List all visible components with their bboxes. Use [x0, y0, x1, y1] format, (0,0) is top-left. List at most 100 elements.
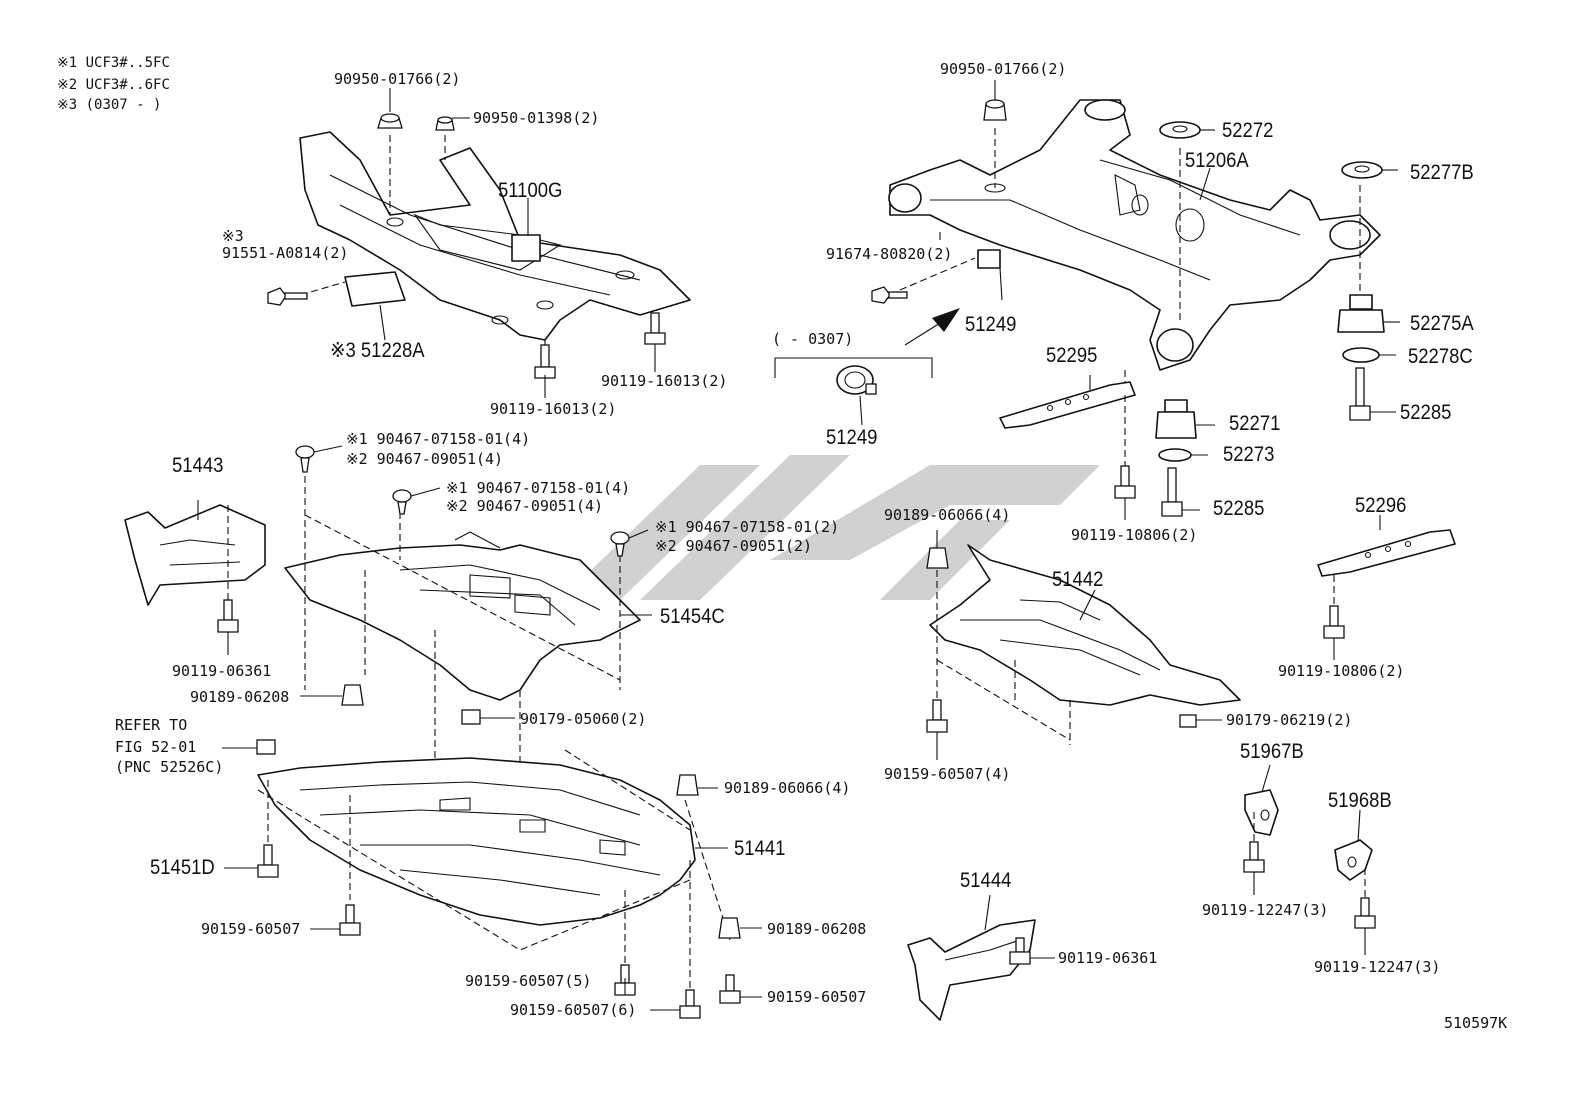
- bracket-51249-rear: [977, 249, 1001, 269]
- label-52273: 52273: [1223, 443, 1275, 466]
- cushion-52275a: [1337, 294, 1385, 333]
- label-clip-note2-c: ※2 90467-09051(2): [655, 537, 813, 555]
- label-90179-06219: 90179-06219(2): [1226, 711, 1353, 729]
- brace-52296: [1317, 529, 1456, 610]
- label-90119-16013-b: 90119-16013(2): [601, 372, 728, 390]
- bolt-90119-06361-right: [1009, 937, 1031, 965]
- bolt-90119-16013-b: [644, 312, 666, 345]
- bolt-90119-12247-b: [1354, 897, 1376, 929]
- label-90159-60507-5: 90159-60507(5): [465, 972, 592, 990]
- label-90119-10806-right: 90119-10806(2): [1278, 662, 1405, 680]
- nut-90189-06066-right: [926, 547, 949, 569]
- label-90119-16013-a: 90119-16013(2): [490, 400, 617, 418]
- front-suspension-member: [289, 131, 691, 375]
- cap-90950-01398: [435, 116, 455, 131]
- label-91551-a0814: 91551-A0814(2): [222, 244, 349, 262]
- label-90119-06361-right: 90119-06361: [1058, 949, 1158, 967]
- label-90950-01398: 90950-01398(2): [473, 109, 600, 127]
- note-2: ※2 UCF3#..6FC: [57, 77, 170, 93]
- label-51444: 51444: [960, 869, 1012, 892]
- label-90159-60507-4: 90159-60507(4): [884, 765, 1011, 783]
- bolt-52285-right: [1349, 367, 1371, 421]
- clamp-51249: [836, 365, 877, 395]
- label-clip-note1-b: ※1 90467-07158-01(4): [446, 479, 631, 497]
- rear-suspension-member: [888, 99, 1381, 395]
- bolt-90159-60507-4: [926, 699, 948, 733]
- label-51443: 51443: [172, 454, 224, 477]
- label-52285-center: 52285: [1213, 497, 1265, 520]
- label-51249-clamp: 51249: [826, 426, 878, 449]
- label-90119-12247-b: 90119-12247(3): [1314, 958, 1441, 976]
- label-refer-to: REFER TO: [115, 716, 188, 734]
- cap-90950-01766-front: [377, 113, 403, 129]
- washer-52272: [1159, 121, 1201, 139]
- label-clip-note2-a: ※2 90467-09051(4): [346, 450, 504, 468]
- bolt-91551: [267, 287, 308, 306]
- label-51228a: ※3 51228A: [330, 339, 425, 362]
- bolt-90159-60507-b: [719, 974, 741, 1004]
- label-51206a: 51206A: [1185, 149, 1249, 172]
- nut-90189-06208-left: [341, 684, 364, 706]
- label-90159-60507-6: 90159-60507(6): [510, 1001, 637, 1019]
- label-51967b: 51967B: [1240, 740, 1304, 763]
- label-51441: 51441: [734, 837, 786, 860]
- label-51968b: 51968B: [1328, 789, 1392, 812]
- label-90179-05060: 90179-05060(2): [520, 710, 647, 728]
- side-cover-51444: [907, 919, 1036, 1021]
- clip-90467-a: [295, 445, 315, 473]
- side-cover-51443: [124, 504, 266, 606]
- bolt-90119-06361-left: [217, 599, 239, 633]
- label-51249-rear: 51249: [965, 313, 1017, 336]
- bracket-51968b: [1334, 839, 1373, 900]
- bolt-90119-12247-a: [1243, 841, 1265, 873]
- label-note3-a: ※3: [222, 227, 244, 245]
- label-fig-52-01: FIG 52-01: [115, 738, 197, 756]
- washer-52278c: [1342, 347, 1380, 363]
- bolt-91674: [871, 286, 908, 304]
- label-51454c: 51454C: [660, 605, 725, 628]
- bolt-90159-60507-a: [339, 904, 361, 936]
- label-52278c: 52278C: [1408, 345, 1473, 368]
- nut-fig-52-01: [256, 739, 276, 755]
- nut-90179-06219: [1179, 714, 1197, 728]
- washer-52273: [1158, 448, 1192, 462]
- label-clip-note1-c: ※1 90467-07158-01(2): [655, 518, 840, 536]
- bolt-90159-60507-6: [679, 989, 701, 1019]
- label-52295: 52295: [1046, 344, 1098, 367]
- bolt-90119-16013-a: [534, 344, 556, 379]
- arrow-indicator: [904, 308, 960, 346]
- label-90189-06066-right: 90189-06066(4): [884, 506, 1011, 524]
- clip-90467-b: [392, 489, 412, 515]
- label-90189-06066-center: 90189-06066(4): [724, 779, 851, 797]
- label-52285-right: 52285: [1400, 401, 1452, 424]
- label-90950-01766-rear: 90950-01766(2): [940, 60, 1067, 78]
- nut-90189-06066-center: [676, 774, 699, 796]
- label-clip-note1-a: ※1 90467-07158-01(4): [346, 430, 531, 448]
- label-91674-80820: 91674-80820(2): [826, 245, 953, 263]
- nut-90179-05060: [461, 709, 481, 725]
- label-90950-01766-front: 90950-01766(2): [334, 70, 461, 88]
- bolt-90119-10806-center: [1114, 465, 1136, 499]
- engine-under-cover-51441: [257, 749, 731, 990]
- diagram-code: 510597K: [1444, 1014, 1508, 1032]
- label-date-range: ( - 0307): [772, 330, 854, 348]
- bolt-52285-center: [1161, 467, 1183, 517]
- label-90119-06361-left: 90119-06361: [172, 662, 272, 680]
- label-52275a: 52275A: [1410, 312, 1474, 335]
- nut-90189-06208-right: [718, 917, 741, 939]
- label-clip-note2-b: ※2 90467-09051(4): [446, 497, 604, 515]
- bracket-51967b: [1244, 789, 1279, 845]
- under-cover-51454c: [284, 465, 641, 770]
- rear-under-cover-51442: [929, 544, 1241, 745]
- label-90189-06208-right: 90189-06208: [767, 920, 867, 938]
- brace-52295: [999, 381, 1136, 470]
- washer-52277b: [1341, 161, 1383, 179]
- label-90189-06208-left: 90189-06208: [190, 688, 290, 706]
- label-pnc-52526c: (PNC 52526C): [115, 758, 224, 776]
- label-52277b: 52277B: [1410, 161, 1474, 184]
- label-90159-60507-a: 90159-60507: [201, 920, 301, 938]
- label-52272: 52272: [1222, 119, 1274, 142]
- bolt-51451d: [257, 844, 279, 878]
